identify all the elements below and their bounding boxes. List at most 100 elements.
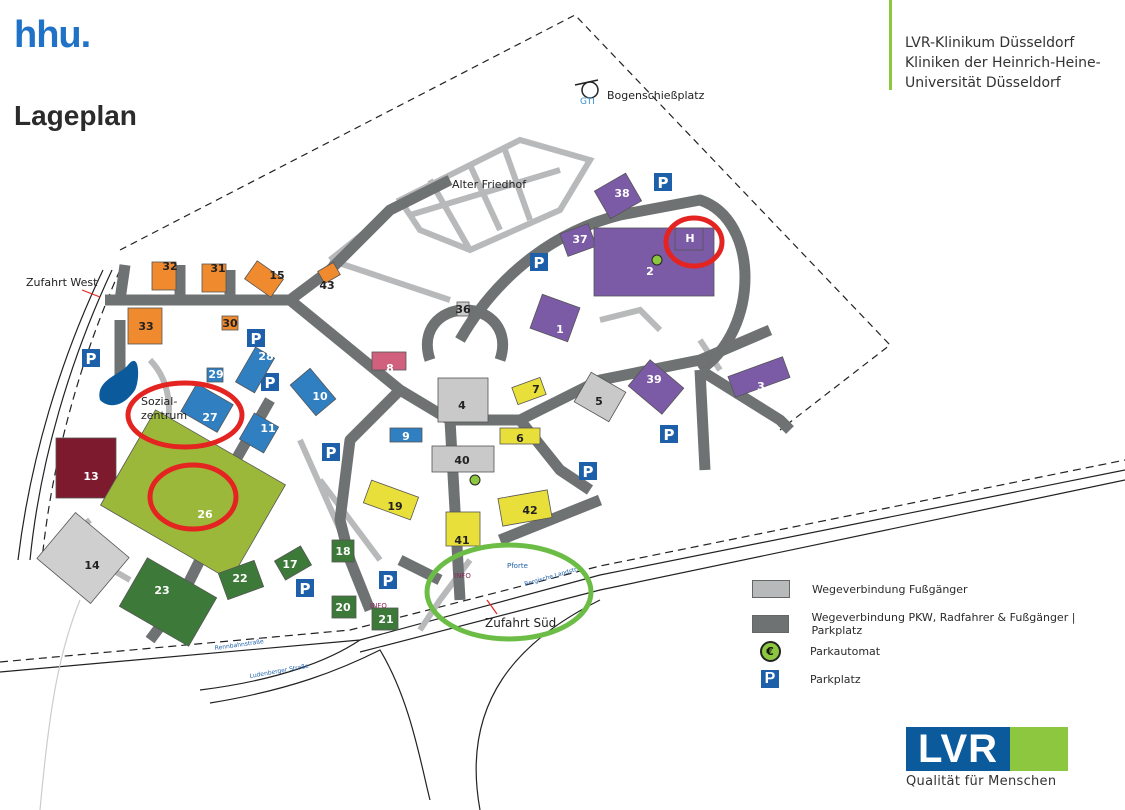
building-shape bbox=[499, 427, 541, 445]
institution-line: Universität Düsseldorf bbox=[905, 75, 1061, 91]
parking-meter-icon bbox=[469, 474, 481, 486]
building-number: 6 bbox=[516, 432, 524, 445]
building-shape bbox=[727, 356, 791, 398]
building-9: 9 bbox=[389, 427, 423, 443]
vehicle-swatch bbox=[752, 615, 790, 633]
legend-item-vehicle: Wegeverbindung PKW, Radfahrer & Fußgänge… bbox=[752, 611, 1125, 637]
building-number: 14 bbox=[84, 559, 100, 572]
building-shape bbox=[511, 376, 547, 406]
building-7: 7 bbox=[511, 376, 547, 406]
building-22: 22 bbox=[217, 559, 265, 601]
building-number: 38 bbox=[614, 187, 629, 200]
parking-letter: P bbox=[300, 580, 311, 598]
building-shape bbox=[244, 260, 284, 298]
building-shape bbox=[217, 559, 265, 601]
alter-friedhof-label: Alter Friedhof bbox=[452, 178, 527, 191]
building-shape bbox=[118, 557, 218, 647]
parking-letter: P bbox=[658, 174, 669, 192]
building-number: 30 bbox=[222, 317, 238, 330]
parking-sign bbox=[654, 173, 672, 191]
building-shape bbox=[221, 315, 239, 331]
building-number: 7 bbox=[532, 383, 540, 396]
building-shape bbox=[371, 607, 399, 631]
building-number: 1 bbox=[556, 323, 564, 336]
legend-label: Parkplatz bbox=[810, 672, 861, 686]
building-shape bbox=[36, 511, 130, 605]
parking-sign bbox=[579, 462, 597, 480]
highlight-building-h bbox=[663, 215, 725, 269]
parking-icon: P bbox=[296, 579, 314, 598]
parking-letter: P bbox=[326, 444, 337, 462]
legend-label: Parkautomat bbox=[810, 645, 881, 658]
building-shape bbox=[151, 261, 177, 291]
building-15: 15 bbox=[244, 260, 285, 298]
building-number: 17 bbox=[282, 558, 297, 571]
building-shape bbox=[431, 445, 495, 473]
parking-icon: P bbox=[379, 571, 397, 590]
header-divider bbox=[889, 0, 892, 90]
zufahrt-sued-label: Zufahrt Süd bbox=[485, 616, 556, 630]
building-number: 26 bbox=[197, 508, 213, 521]
building-number: 22 bbox=[232, 572, 247, 585]
parking-icon: P bbox=[660, 425, 678, 444]
bogenschiessplatz-label: Bogenschießplatz bbox=[607, 89, 705, 102]
archery-icon: GTI bbox=[574, 79, 599, 107]
building-number: 28 bbox=[258, 350, 273, 363]
building-number: 13 bbox=[83, 470, 98, 483]
building-shape bbox=[437, 377, 489, 423]
building-18: 18 bbox=[331, 539, 355, 563]
lvr-face-icon bbox=[1010, 727, 1068, 771]
building-21: 21 bbox=[371, 607, 399, 631]
building-number: 8 bbox=[386, 362, 394, 375]
building-number: 21 bbox=[378, 613, 393, 626]
pforte-label: Pforte bbox=[507, 562, 528, 570]
building-6: 6 bbox=[499, 427, 541, 445]
building-H: H bbox=[674, 227, 704, 251]
building-shape bbox=[559, 223, 597, 257]
building-shape bbox=[362, 479, 420, 521]
building-shape bbox=[529, 293, 581, 343]
parking-icon: P bbox=[654, 173, 672, 192]
building-shape bbox=[317, 261, 341, 285]
building-shape bbox=[127, 307, 163, 345]
building-shape bbox=[180, 383, 234, 433]
pedestrian-swatch bbox=[752, 580, 790, 598]
lvr-slogan: Qualität für Menschen bbox=[906, 774, 1057, 789]
parking-icon: P bbox=[261, 373, 279, 392]
building-shape bbox=[389, 427, 423, 443]
legend-label: Wegeverbindung PKW, Radfahrer & Fußgänge… bbox=[811, 611, 1076, 637]
building-number: 29 bbox=[208, 368, 223, 381]
building-number: 33 bbox=[138, 320, 153, 333]
building-shape bbox=[573, 371, 627, 423]
sozialzentrum-label-2: zentrum bbox=[141, 409, 187, 422]
building-shape bbox=[593, 172, 643, 220]
building-23: 23 bbox=[118, 557, 218, 647]
building-shape bbox=[456, 301, 470, 317]
parking-sign bbox=[379, 571, 397, 589]
building-number: 9 bbox=[402, 430, 410, 443]
building-shape bbox=[238, 412, 280, 454]
hhu-logo: hhu. bbox=[14, 14, 91, 56]
building-number: 10 bbox=[312, 390, 328, 403]
parking-sign bbox=[322, 443, 340, 461]
building-17: 17 bbox=[273, 545, 313, 581]
info-label: INFO bbox=[370, 602, 387, 610]
building-number: 18 bbox=[335, 545, 350, 558]
building-number: 23 bbox=[154, 584, 169, 597]
building-shape bbox=[497, 489, 553, 527]
parking-sign bbox=[660, 425, 678, 443]
parking-letter: P bbox=[251, 330, 262, 348]
zufahrt-sued-arrow bbox=[486, 599, 498, 615]
legend-item-parkautomat: € Parkautomat bbox=[752, 641, 880, 662]
outer-streets bbox=[0, 269, 1125, 810]
building-39: 39 bbox=[627, 359, 685, 415]
campus-boundary bbox=[119, 14, 891, 431]
zufahrt-west-label: Zufahrt West bbox=[26, 276, 98, 289]
institution-name: LVR-Klinikum Düsseldorf Kliniken der Hei… bbox=[905, 33, 1101, 93]
parking-sign bbox=[296, 579, 314, 597]
legend-item-parkplatz: P Parkplatz bbox=[752, 670, 861, 688]
parking-icon: P bbox=[530, 253, 548, 272]
highlight-sozialzentrum bbox=[125, 380, 245, 450]
building-27: 27 bbox=[180, 383, 234, 433]
